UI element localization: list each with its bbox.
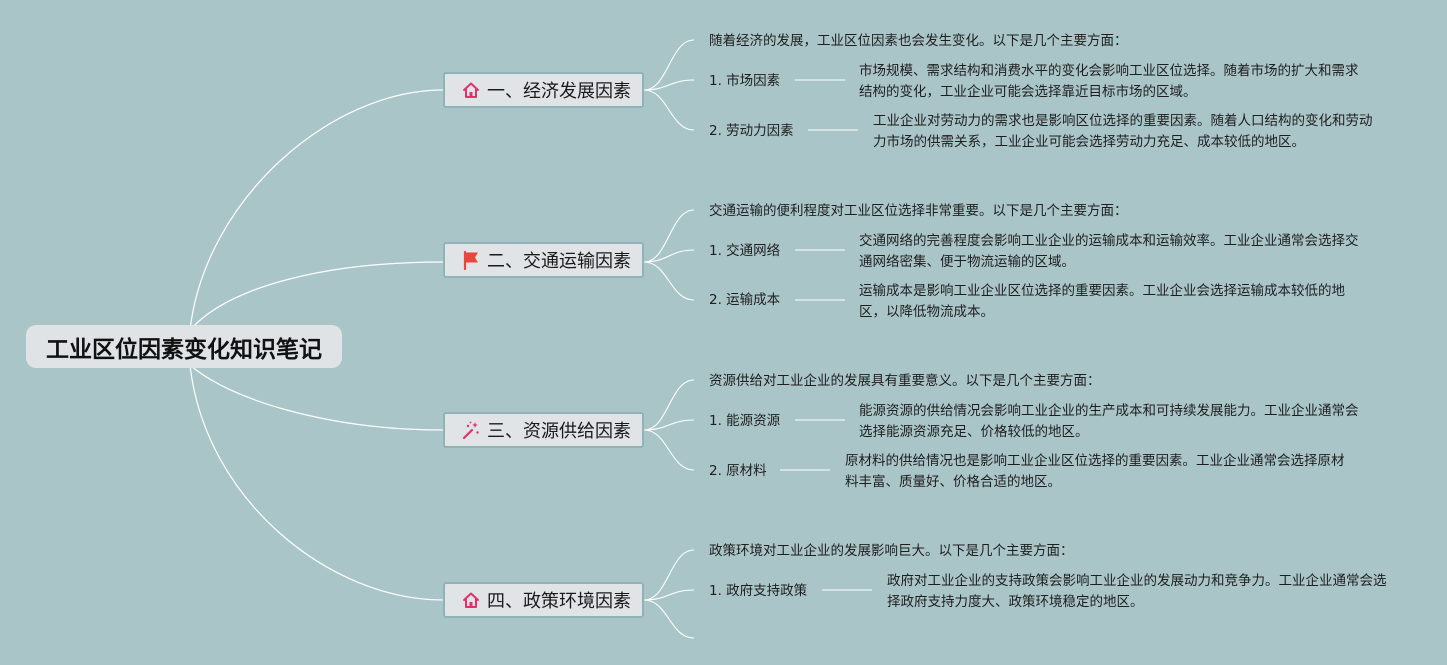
subtopic-labor[interactable]: 2. 劳动力因素 <box>709 123 794 139</box>
subtopic-desc: 能源资源的供给情况会影响工业企业的生产成本和可持续发展能力。工业企业通常会选择能… <box>859 403 1359 440</box>
branch-label: 二、交通运输因素 <box>487 251 631 272</box>
branch-transportation[interactable]: 二、交通运输因素 <box>443 242 644 278</box>
branch-resource-supply[interactable]: 三、资源供给因素 <box>443 412 644 448</box>
branch-label: 三、资源供给因素 <box>487 421 631 442</box>
connector-line <box>643 599 695 639</box>
branch-intro: 随着经济的发展，工业区位因素也会发生变化。以下是几个主要方面： <box>709 33 1128 49</box>
branch-policy-environment[interactable]: 四、政策环境因素 <box>443 582 644 618</box>
connector-line <box>189 89 444 331</box>
connector-line <box>189 364 444 431</box>
subtopic-transport-cost[interactable]: 2. 运输成本 <box>709 292 781 308</box>
subtopic-desc: 市场规模、需求结构和消费水平的变化会影响工业区位选择。随着市场的扩大和需求结构的… <box>859 63 1359 100</box>
connector-line <box>189 261 444 331</box>
magic-wand-icon <box>462 421 479 440</box>
subtopic-desc: 原材料的供给情况也是影响工业企业区位选择的重要因素。工业企业通常会选择原材料丰富… <box>845 453 1345 490</box>
connector-line <box>643 379 695 431</box>
connector-line <box>643 589 695 601</box>
connector-line <box>643 261 695 301</box>
branch-intro: 交通运输的便利程度对工业区位选择非常重要。以下是几个主要方面： <box>709 203 1128 219</box>
house-icon <box>463 592 479 608</box>
subtopic-energy[interactable]: 1. 能源资源 <box>709 413 781 429</box>
flag-icon <box>463 250 478 270</box>
connector-line <box>643 249 695 263</box>
branch-label: 四、政策环境因素 <box>487 591 631 612</box>
house-icon <box>463 82 479 98</box>
connector-line <box>643 79 695 91</box>
branch-economic-development[interactable]: 一、经济发展因素 <box>443 72 644 108</box>
connector-line <box>643 89 695 131</box>
connector-line <box>643 39 695 91</box>
connector-line <box>643 209 695 263</box>
subtopic-raw-materials[interactable]: 2. 原材料 <box>709 463 767 479</box>
subtopic-market[interactable]: 1. 市场因素 <box>709 73 781 89</box>
branch-intro: 政策环境对工业企业的发展影响巨大。以下是几个主要方面： <box>709 543 1074 559</box>
branch-label: 一、经济发展因素 <box>487 81 631 102</box>
connector-line <box>643 419 695 431</box>
subtopic-transport-network[interactable]: 1. 交通网络 <box>709 243 781 259</box>
connector-line <box>643 429 695 471</box>
root-title: 工业区位因素变化知识笔记 <box>46 336 322 363</box>
connector-line <box>643 549 695 601</box>
branch-intro: 资源供给对工业企业的发展具有重要意义。以下是几个主要方面： <box>709 373 1101 389</box>
subtopic-desc: 交通网络的完善程度会影响工业企业的运输成本和运输效率。工业企业通常会选择交通网络… <box>859 233 1359 270</box>
subtopic-desc: 工业企业对劳动力的需求也是影响区位选择的重要因素。随着人口结构的变化和劳动力市场… <box>873 113 1373 150</box>
root-topic[interactable]: 工业区位因素变化知识笔记 <box>26 325 342 368</box>
subtopic-gov-policy[interactable]: 1. 政府支持政策 <box>709 583 808 599</box>
connector-line <box>189 364 444 601</box>
subtopic-desc: 运输成本是影响工业企业区位选择的重要因素。工业企业会选择运输成本较低的地区，以降… <box>859 283 1345 320</box>
subtopic-desc: 政府对工业企业的支持政策会影响工业企业的发展动力和竞争力。工业企业通常会选择政府… <box>887 573 1387 610</box>
